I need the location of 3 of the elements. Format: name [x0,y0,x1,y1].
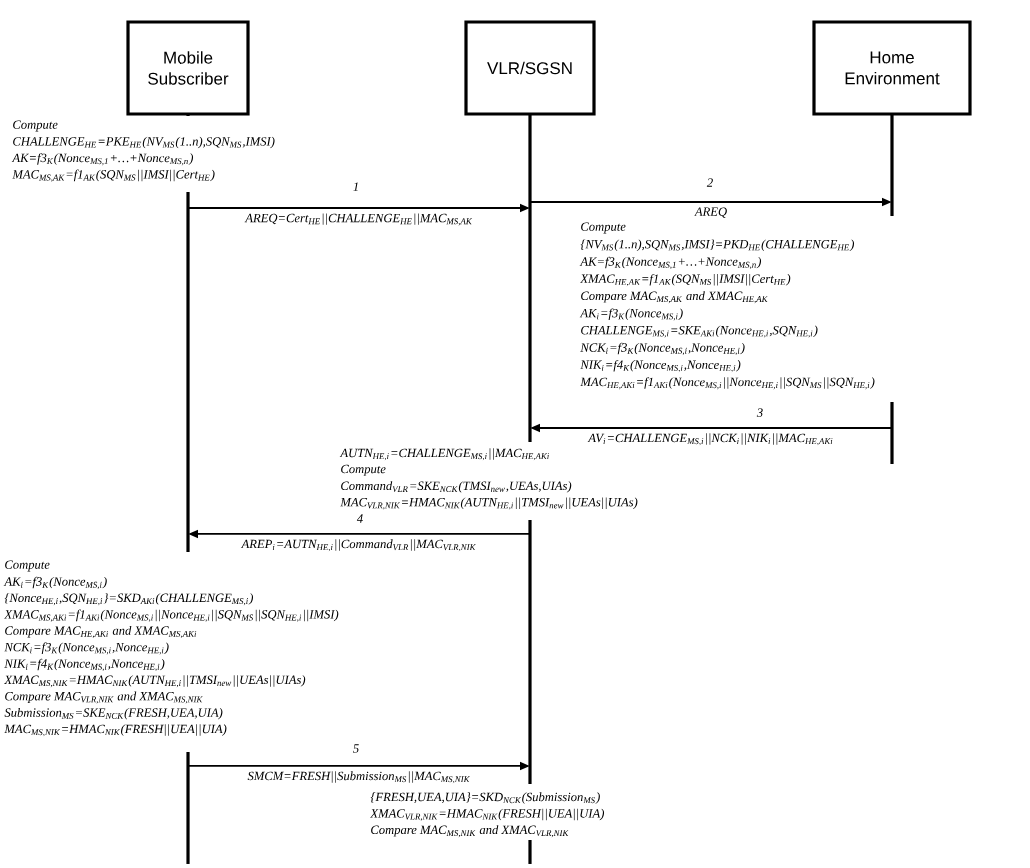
participant-box: Home Environment [812,20,972,116]
participant-box: Mobile Subscriber [126,20,250,116]
participant-box: VLR/SGSN [464,20,596,116]
